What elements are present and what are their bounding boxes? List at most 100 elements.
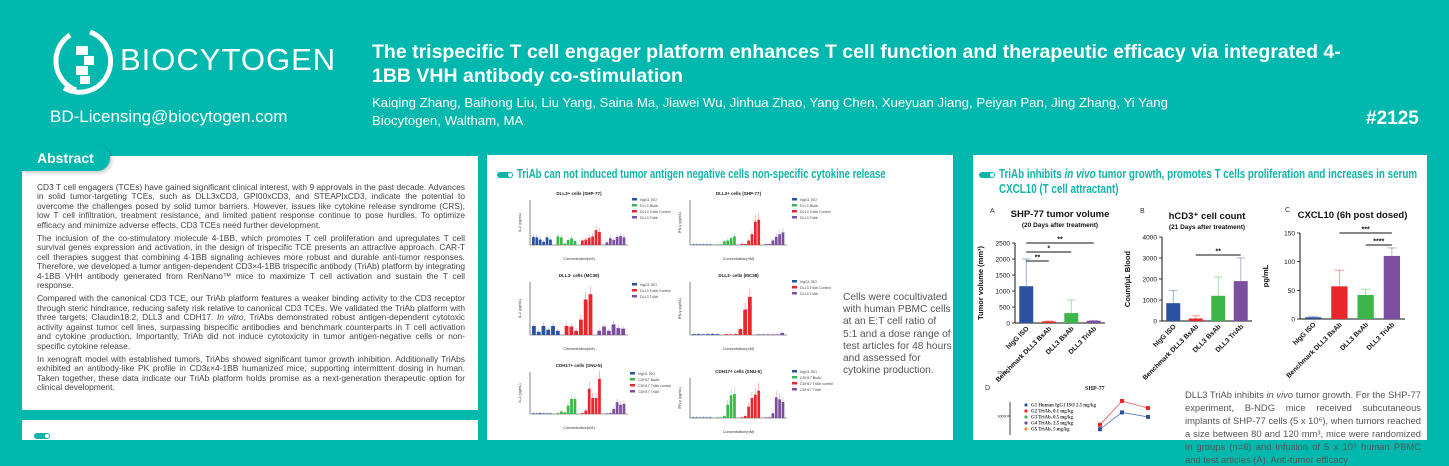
bar: [729, 334, 733, 335]
bar: [719, 244, 723, 245]
bar: [573, 240, 577, 245]
bar: [761, 334, 766, 335]
abstract-text-italic: In vitro: [217, 312, 244, 323]
abstract-paragraph: Compared with the canonical CD3 TCE, our…: [37, 294, 465, 350]
bar: [598, 378, 601, 414]
bar: [708, 244, 712, 245]
bar: [764, 417, 768, 418]
y-axis-label: IFN-γ (pg/mL): [678, 387, 682, 409]
bar: [775, 334, 780, 335]
bar: [622, 403, 626, 414]
bar: [692, 417, 695, 418]
bar: [1086, 320, 1101, 323]
authors: Kaiqing Zhang, Baihong Liu, Liu Yang, Sa…: [372, 95, 1168, 110]
bar: [535, 237, 539, 245]
bar: [757, 219, 761, 245]
data-point: [1146, 414, 1150, 419]
data-point: [1146, 406, 1150, 411]
charts-layer: DLL3+ cells (SHP-77)IL-2 (pg/mL)Concentr…: [518, 191, 1408, 435]
bar: [729, 395, 733, 418]
bar: [606, 330, 611, 335]
data-point: [1120, 410, 1124, 415]
bar: [581, 240, 584, 245]
legend-swatch: [632, 210, 637, 213]
bar: [757, 390, 761, 418]
bar: [535, 413, 539, 414]
legend-swatch: [630, 378, 635, 381]
bar: [710, 333, 715, 335]
bar: [546, 329, 551, 335]
abstract-text: Compared with the canonical CD3 TCE, our…: [37, 293, 465, 323]
legend-label: DLL3 TriAb: [640, 295, 658, 299]
bar: [602, 326, 606, 335]
legend-label: DLL3 BsAb: [800, 204, 818, 208]
panel-label: D: [985, 385, 990, 392]
bar: [532, 236, 535, 245]
y-tick-label: 2500: [996, 241, 1011, 248]
bar: [729, 238, 733, 245]
heading-text: tumor growth, promotes T cells prolifera…: [999, 167, 1418, 196]
chart-title: CXCL10 (6h post dosed): [1298, 210, 1408, 221]
bar: [756, 334, 761, 335]
bar: [698, 417, 702, 418]
bar: [559, 237, 563, 245]
bar: [781, 232, 785, 245]
bar: [743, 416, 747, 418]
contact-email[interactable]: BD-Licensing@biocytogen.com: [50, 107, 288, 126]
bar: [1041, 321, 1056, 323]
bar: [1064, 313, 1079, 323]
bar: [1357, 294, 1374, 319]
x-tick-label: hIgG ISO: [1292, 321, 1318, 347]
bar: [621, 328, 626, 335]
panel-label: B: [1140, 208, 1145, 215]
bar: [750, 234, 754, 245]
y-tick-label: 0: [1006, 321, 1010, 328]
legend-label: hIgG1 ISO: [640, 198, 657, 202]
legend-swatch: [792, 376, 797, 379]
bar: [723, 241, 726, 245]
panel-label: C: [1285, 207, 1290, 214]
abstract-paragraph: The inclusion of the co-stimulatory mole…: [37, 233, 465, 291]
legend-label: G3 TriAb, 0.5 mg/kg: [1031, 416, 1074, 421]
legend-label: DLL3 TriAb Control: [800, 210, 831, 214]
biocytogen-logo-icon: [53, 29, 113, 95]
in-vivo-panel: TriAb inhibits in vivo tumor growth, pro…: [973, 155, 1427, 440]
mini-chart-title: CDH17+ cells (SNU-5): [715, 369, 762, 374]
bar: [541, 325, 546, 335]
legend-swatch: [632, 204, 637, 207]
legend-swatch: [792, 286, 797, 289]
bar: [764, 244, 768, 245]
section-heading: TriAb can not induced tumor antigen nega…: [517, 167, 886, 181]
abstract-panel: [22, 156, 478, 410]
bar: [726, 240, 730, 245]
legend-label: G1 Human IgG1 ISO 2.5 mg/kg: [1031, 404, 1097, 409]
bar: [771, 240, 775, 245]
abstract-paragraph: CD3 T cell engagers (TCEs) have gained s…: [37, 182, 465, 230]
y-tick-label: 1000: [996, 289, 1011, 296]
bar: [692, 244, 695, 245]
bar: [1166, 303, 1181, 321]
bar: [608, 413, 612, 414]
mini-chart-title: DLL3- cells (MC38): [718, 273, 759, 278]
legend-label: DLL3 TriAb Control: [640, 289, 671, 293]
bar: [702, 244, 705, 245]
bar: [591, 398, 594, 414]
y-tick-label: 100: [1284, 259, 1295, 266]
legend-swatch: [792, 198, 797, 201]
bar: [698, 244, 702, 245]
bar: [588, 294, 593, 335]
bar: [564, 325, 569, 335]
bar: [706, 334, 710, 335]
y-tick-label: 0: [1153, 319, 1157, 326]
legend-label: DLL3 TriAb: [800, 292, 818, 296]
bar: [556, 413, 560, 414]
legend-swatch: [632, 295, 637, 298]
bar: [591, 236, 594, 245]
bar: [702, 417, 705, 418]
bar: [774, 397, 778, 418]
bar: [695, 417, 699, 418]
poster-id: #2125: [1366, 108, 1419, 129]
legend-swatch: [792, 204, 797, 207]
y-tick-label: 0: [1291, 317, 1295, 324]
bar: [594, 230, 598, 245]
